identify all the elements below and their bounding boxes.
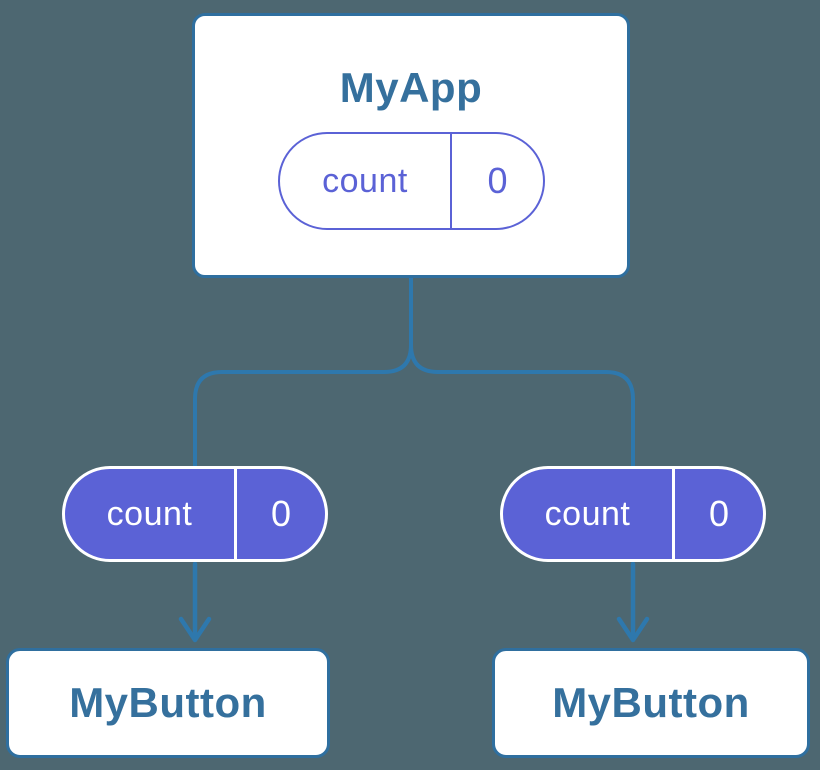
state-pill-label: count (544, 494, 631, 533)
state-pill-label: count (106, 494, 193, 533)
state-pill-label: count (322, 161, 408, 200)
arrow-down-icon-right (616, 561, 650, 643)
state-pill-value: 0 (234, 469, 325, 559)
node-myapp: MyApp count 0 (192, 13, 630, 278)
node-mybutton-left-title: MyButton (69, 679, 267, 726)
arrow-down-icon-left (178, 561, 212, 643)
node-myapp-title: MyApp (339, 64, 483, 111)
state-pill-myapp: count 0 (277, 132, 545, 230)
fork-connector-left (193, 278, 413, 466)
state-pill-value: 0 (672, 469, 763, 559)
state-pill-right-child: count 0 (500, 466, 766, 562)
node-mybutton-left: MyButton (6, 648, 330, 758)
node-mybutton-right: MyButton (492, 648, 810, 758)
state-pill-value: 0 (450, 134, 542, 228)
state-pill-left-child: count 0 (62, 466, 328, 562)
node-mybutton-right-title: MyButton (552, 679, 750, 726)
fork-connector-right (409, 278, 635, 466)
